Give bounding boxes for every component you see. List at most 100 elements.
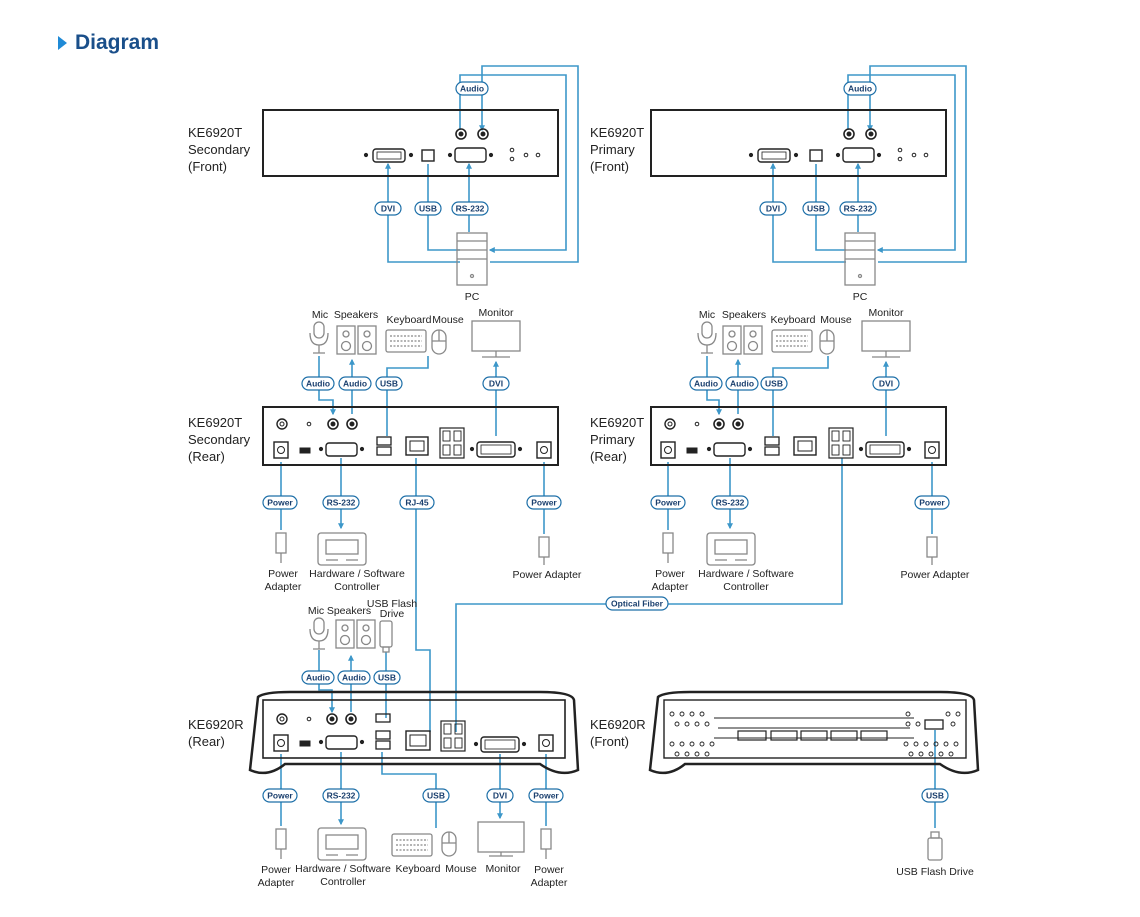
label-controller: Controller <box>320 876 366 888</box>
pill-usb: USB <box>921 788 949 803</box>
device-label-secondary-front-model: KE6920T <box>188 125 242 140</box>
label-keyboard: Keyboard <box>771 314 816 326</box>
pill-power: Power <box>650 495 686 510</box>
label-monitor: Monitor <box>485 863 521 875</box>
cable-labels: Audio DVI USB RS-232 Audio DVI USB RS-23… <box>262 81 950 803</box>
label-controller: Controller <box>334 581 380 593</box>
pill-audio: Audio <box>301 376 335 391</box>
power-adapter-icon <box>275 532 287 563</box>
label-speakers: Speakers <box>334 309 378 321</box>
label-adapter: Adapter <box>265 581 302 593</box>
device-primary-front <box>650 109 947 177</box>
cable-mic-rx <box>318 650 335 714</box>
label-drive: Drive <box>380 608 405 620</box>
monitor-icon <box>471 320 521 358</box>
pill-rs232: RS-232 <box>322 788 360 803</box>
svg-text:Power: Power <box>531 498 557 508</box>
power-adapter-icon <box>540 828 552 859</box>
label-pc: PC <box>465 291 480 303</box>
keyboard-icon <box>385 329 427 353</box>
pill-rs232: RS-232 <box>839 201 877 216</box>
label-speakers: Speakers <box>327 605 371 617</box>
triangle-bullet-icon <box>58 36 67 50</box>
svg-text:Optical Fiber: Optical Fiber <box>611 599 664 609</box>
speakers-icon <box>335 619 376 649</box>
pill-dvi: DVI <box>759 201 787 216</box>
svg-text:DVI: DVI <box>879 379 893 389</box>
device-label-primary-rear-view: (Rear) <box>590 449 627 464</box>
keyboard-icon <box>391 833 433 857</box>
pill-audio: Audio <box>455 81 489 96</box>
svg-text:DVI: DVI <box>381 204 395 214</box>
device-secondary-front <box>262 109 559 177</box>
svg-text:Audio: Audio <box>343 379 367 389</box>
svg-text:RS-232: RS-232 <box>844 204 873 214</box>
svg-text:RS-232: RS-232 <box>716 498 745 508</box>
svg-text:RJ-45: RJ-45 <box>405 498 428 508</box>
speakers-icon <box>336 325 377 355</box>
microphone-icon <box>309 617 329 650</box>
device-label-primary-front-view: (Front) <box>590 159 629 174</box>
speakers-icon <box>722 325 763 355</box>
pill-rs232: RS-232 <box>451 201 489 216</box>
svg-text:Audio: Audio <box>306 673 330 683</box>
label-power-adapter: Power Adapter <box>901 569 970 581</box>
svg-text:RS-232: RS-232 <box>327 791 356 801</box>
cable-kbm-pri-rear <box>772 356 829 436</box>
svg-text:Audio: Audio <box>694 379 718 389</box>
pill-usb: USB <box>422 788 450 803</box>
microphone-icon <box>697 321 717 354</box>
pill-dvi: DVI <box>872 376 900 391</box>
label-mouse: Mouse <box>432 314 464 326</box>
pill-power: Power <box>528 788 564 803</box>
label-power: Power <box>268 568 298 580</box>
label-monitor: Monitor <box>868 307 904 319</box>
label-controller: Controller <box>723 581 769 593</box>
label-adapter: Adapter <box>531 877 568 889</box>
svg-text:USB: USB <box>378 673 396 683</box>
device-label-secondary-rear-role: Secondary <box>188 432 251 447</box>
label-adapter: Adapter <box>258 877 295 889</box>
pill-usb: USB <box>414 201 442 216</box>
pill-rs232: RS-232 <box>711 495 749 510</box>
cable-kbm-sec-rear <box>386 356 429 436</box>
mouse-icon <box>441 831 457 857</box>
label-hw-sw: Hardware / Software <box>295 863 391 875</box>
svg-text:Power: Power <box>267 791 293 801</box>
label-keyboard: Keyboard <box>396 863 441 875</box>
svg-text:USB: USB <box>765 379 783 389</box>
svg-text:USB: USB <box>419 204 437 214</box>
pill-audio: Audio <box>301 670 335 685</box>
label-mic: Mic <box>308 605 324 617</box>
pill-optical-fiber: Optical Fiber <box>605 596 669 611</box>
pill-usb: USB <box>802 201 830 216</box>
device-label-primary-front-role: Primary <box>590 142 635 157</box>
device-primary-rear <box>650 406 947 466</box>
label-keyboard: Keyboard <box>387 314 432 326</box>
label-power-adapter: Power Adapter <box>513 569 582 581</box>
power-adapter-icon <box>275 828 287 859</box>
mouse-icon <box>819 329 835 355</box>
device-label-secondary-front-view: (Front) <box>188 159 227 174</box>
label-mouse: Mouse <box>820 314 852 326</box>
power-adapter-icon <box>926 536 938 565</box>
peripheral-labels: PC PC Mic Speakers Keyboard Mouse Monito… <box>258 291 974 889</box>
usb-flash-drive-icon <box>379 620 393 653</box>
pill-rs232: RS-232 <box>322 495 360 510</box>
controller-icon <box>317 827 367 861</box>
device-labels: KE6920T Secondary (Front) KE6920T Primar… <box>188 125 646 749</box>
controller-icon <box>317 532 367 566</box>
svg-text:Audio: Audio <box>730 379 754 389</box>
monitor-icon <box>477 821 525 857</box>
device-label-secondary-front-role: Secondary <box>188 142 251 157</box>
device-label-secondary-rear-model: KE6920T <box>188 415 242 430</box>
svg-text:RS-232: RS-232 <box>327 498 356 508</box>
pill-usb: USB <box>760 376 788 391</box>
label-usb-flash: USB Flash <box>367 598 417 610</box>
label-mic: Mic <box>699 309 715 321</box>
pc-tower-icon <box>456 232 488 286</box>
cable-audio-sec-front-b <box>479 65 579 263</box>
pill-usb: USB <box>375 376 403 391</box>
svg-text:Power: Power <box>267 498 293 508</box>
